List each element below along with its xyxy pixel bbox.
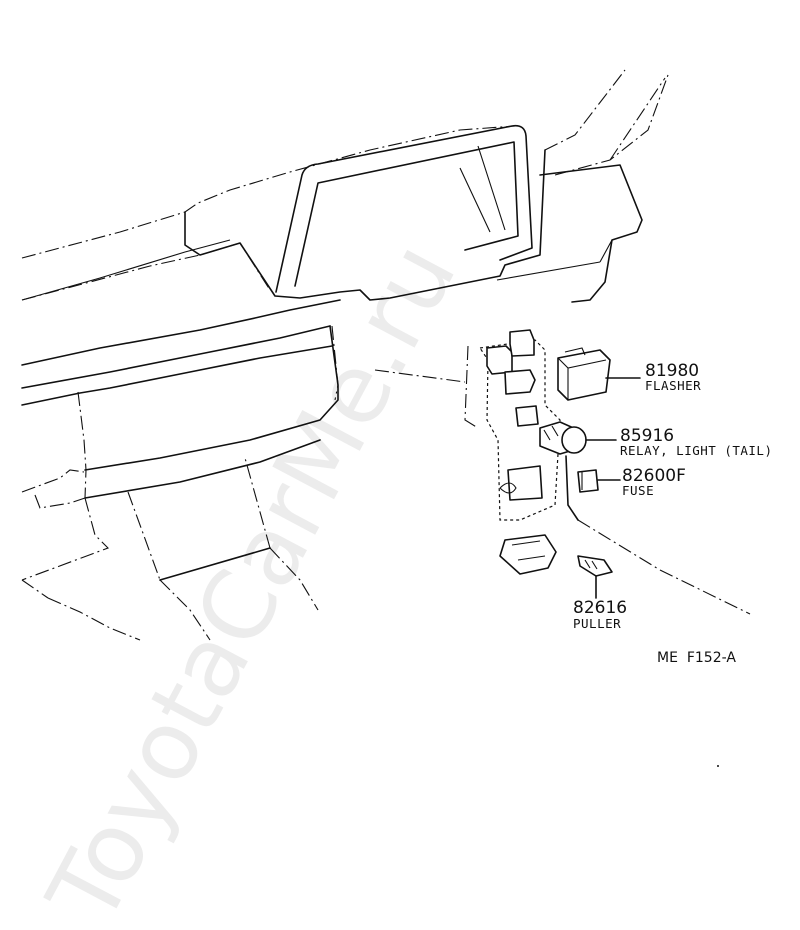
watermark: ToyotaCarMe.ru: [26, 225, 478, 930]
puller-part-number: 82616: [573, 598, 627, 618]
figure-reference: ME F152-A: [657, 650, 736, 666]
fuse-part-name: FUSE: [622, 483, 654, 498]
relay-part-name: RELAY, LIGHT (TAIL): [620, 443, 773, 458]
relay-part[interactable]: 85916 RELAY, LIGHT (TAIL): [539, 421, 773, 458]
flasher-part-name: FLASHER: [645, 378, 701, 393]
fuse-part[interactable]: 82600F FUSE: [565, 455, 751, 615]
junction-block: [478, 329, 561, 575]
flasher-part-number: 81980: [645, 361, 699, 381]
dashboard-outline: [21, 69, 669, 641]
flasher-part[interactable]: 81980 FLASHER: [557, 347, 701, 401]
puller-part-name: PULLER: [573, 616, 621, 631]
relay-part-number: 85916: [620, 426, 674, 446]
puller-part[interactable]: 82616 PULLER: [573, 555, 627, 631]
fuse-part-number: 82600F: [622, 466, 686, 486]
